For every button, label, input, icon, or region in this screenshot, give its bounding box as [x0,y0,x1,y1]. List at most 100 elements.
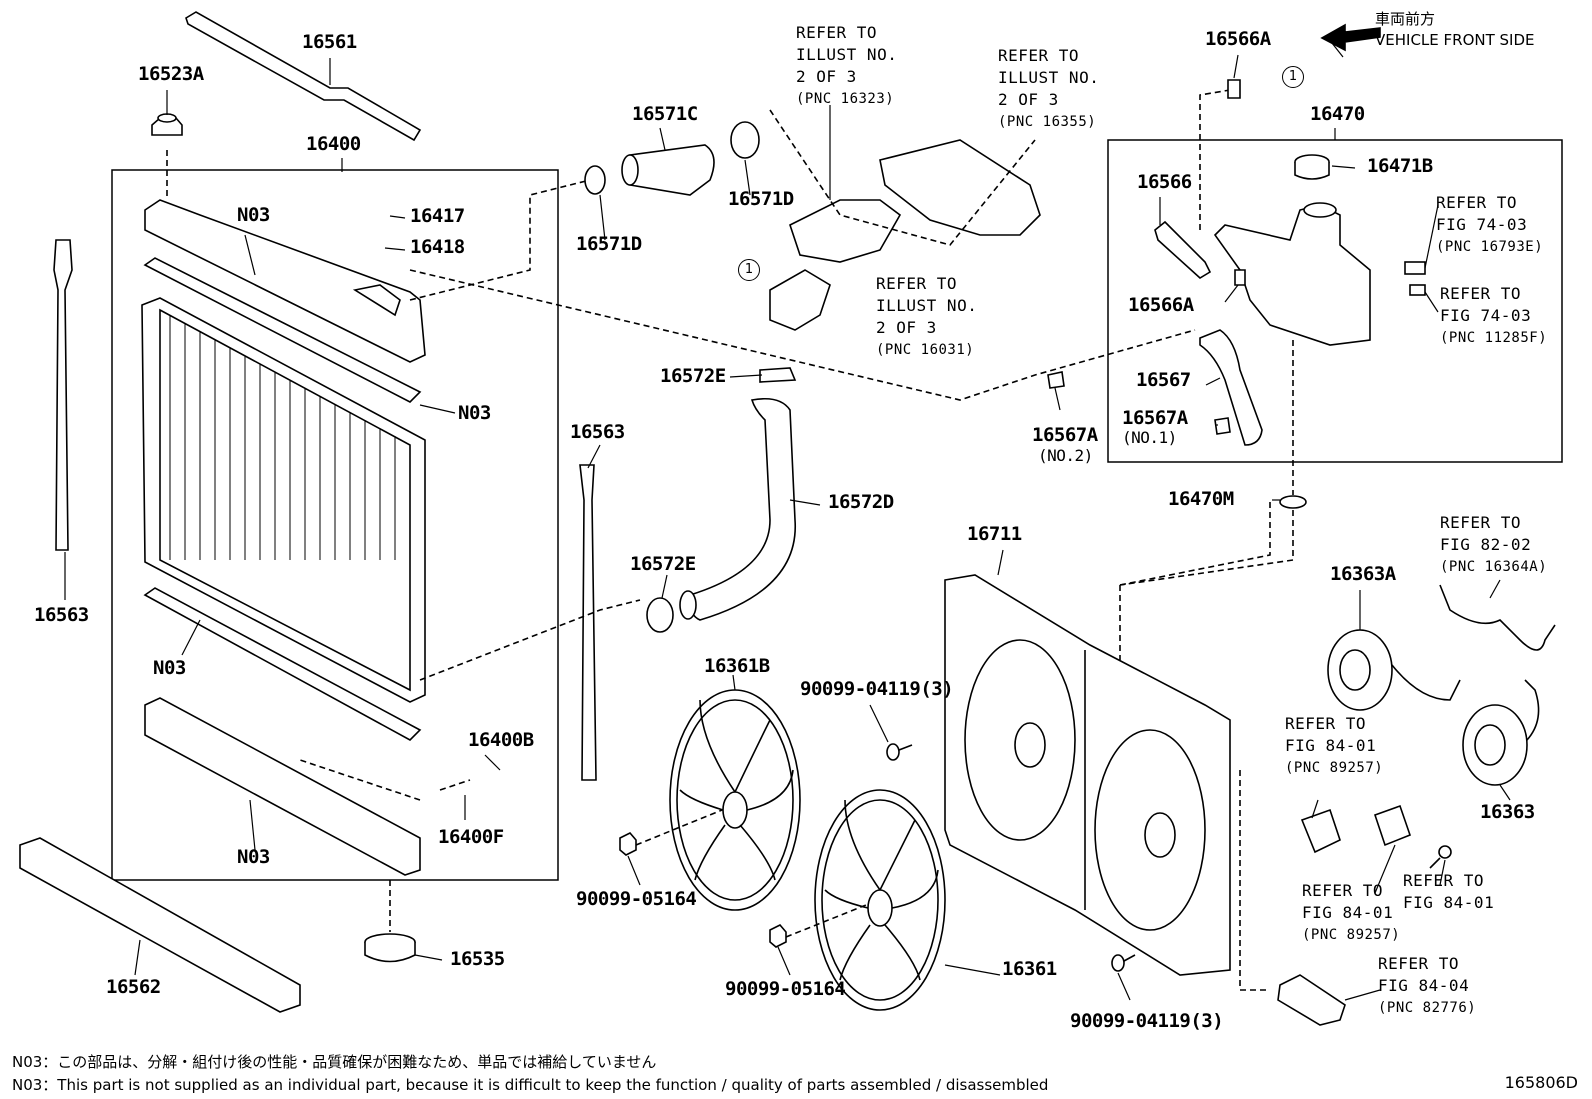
label-16571C[interactable]: 16571C [632,103,698,125]
label-16535[interactable]: 16535 [450,948,505,970]
ref-pnc: (PNC 16355) [998,114,1097,130]
label-16561[interactable]: 16561 [302,31,357,53]
label-16571D-b[interactable]: 16571D [728,188,794,210]
fan-16361B [669,689,801,911]
ref-line: FIG 84-01 [1403,893,1495,912]
clamp-16566A-top [1227,79,1241,99]
seal-16563-left [53,239,73,551]
thermostat-housing [789,199,902,263]
label-16566A-top[interactable]: 16566A [1205,28,1271,50]
thermostat-cover [769,269,831,331]
label-n03-lower-tank[interactable]: N03 [237,846,270,868]
ref-pnc-11285F[interactable]: REFER TO FIG 74-03 (PNC 11285F) [1440,283,1547,349]
label-n03-upper-tank[interactable]: N03 [237,204,270,226]
motor-16363A [1327,629,1461,711]
cap-16471B [1294,154,1330,180]
circle-ref-symbol-top: 1 [1282,66,1304,88]
label-16572E-b[interactable]: 16572E [630,553,696,575]
ref-line: FIG 82-02 [1440,535,1532,554]
front-indicator-jp: 車両前方 [1375,10,1436,28]
label-16566[interactable]: 16566 [1137,171,1192,193]
label-16363A[interactable]: 16363A [1330,563,1396,585]
label-16711[interactable]: 16711 [967,523,1022,545]
ref-line: ILLUST NO. [998,68,1100,87]
ref-line: FIG 84-01 [1285,736,1377,755]
label-n03-gasket-lower[interactable]: N03 [153,657,186,679]
ref-line: FIG 74-03 [1440,306,1532,325]
label-16470[interactable]: 16470 [1310,103,1365,125]
ref-fig-84-01[interactable]: REFER TO FIG 84-01 [1403,870,1494,914]
label-16567A-no1[interactable]: 16567A [1122,407,1188,429]
label-16566A-mid[interactable]: 16566A [1128,294,1194,316]
water-outlet [879,139,1041,236]
label-16563-left[interactable]: 16563 [34,604,89,626]
clip-11285F [1409,284,1426,296]
clamp-16571D-b [730,121,760,159]
ref-pnc: (PNC 89257) [1302,927,1401,943]
ref-pnc: (PNC 89257) [1285,760,1384,776]
ref-line: REFER TO [1440,513,1522,532]
label-16400[interactable]: 16400 [306,133,361,155]
radiator-core [141,297,426,703]
hose-16572D [679,397,796,621]
bolt-connector [1429,845,1452,869]
footnote-jp: N03：この部品は、分解・組付け後の性能・品質確保が困難なため、単品では補給して… [12,1053,657,1071]
clip-16793E [1404,261,1426,275]
label-16471B[interactable]: 16471B [1367,155,1433,177]
nut-90099-05164-b [769,924,787,948]
label-16361B[interactable]: 16361B [704,655,770,677]
nut-90099-05164-a [619,832,637,856]
label-16572D[interactable]: 16572D [828,491,894,513]
label-16563-mid[interactable]: 16563 [570,421,625,443]
upper-tank [144,199,426,363]
ref-pnc-16793E[interactable]: REFER TO FIG 74-03 (PNC 16793E) [1436,192,1543,258]
ref-pnc-16355[interactable]: REFER TO ILLUST NO. 2 OF 3 (PNC 16355) [998,45,1099,133]
ref-pnc-16364A[interactable]: REFER TO FIG 82-02 (PNC 16364A) [1440,512,1547,578]
footnote-en: N03：This part is not supplied as an indi… [12,1076,1049,1094]
connector-a [1300,808,1341,854]
ref-pnc-16323[interactable]: REFER TO ILLUST NO. 2 OF 3 (PNC 16323) [796,22,897,110]
label-16523A[interactable]: 16523A [138,63,204,85]
clamp-16571D-a [584,165,606,195]
ref-pnc-89257-b[interactable]: REFER TO FIG 84-01 (PNC 89257) [1302,880,1400,946]
label-16567[interactable]: 16567 [1136,369,1191,391]
clamp-16567A-no1 [1214,417,1231,435]
front-arrow [1320,23,1381,52]
label-90099-04119-b[interactable]: 90099-04119(3) [1070,1010,1224,1032]
label-16363[interactable]: 16363 [1480,801,1535,823]
radiator-group-box [111,169,559,881]
grommet-82776 [1277,974,1346,1026]
label-16562[interactable]: 16562 [106,976,161,998]
label-16417[interactable]: 16417 [410,205,465,227]
ref-pnc: (PNC 82776) [1378,1000,1477,1016]
label-16400B[interactable]: 16400B [468,729,534,751]
cushion-16535 [364,933,416,963]
fan-16361 [814,789,946,1011]
label-90099-05164-b[interactable]: 90099-05164 [725,978,846,1000]
clamp-16572E-b [646,597,674,633]
label-16470M[interactable]: 16470M [1168,488,1234,510]
label-n03-gasket-upper[interactable]: N03 [458,402,491,424]
ref-line: REFER TO [1285,714,1367,733]
hose-16571C [621,144,715,196]
ref-line: 2 OF 3 [796,67,857,86]
ref-line: REFER TO [1378,954,1460,973]
ref-line: FIG 84-04 [1378,976,1470,995]
ref-line: REFER TO [876,274,958,293]
ref-pnc: (PNC 16793E) [1436,239,1544,255]
label-90099-04119-a[interactable]: 90099-04119(3) [800,678,954,700]
ref-pnc-82776[interactable]: REFER TO FIG 84-04 (PNC 82776) [1378,953,1476,1019]
ref-line: REFER TO [998,46,1080,65]
label-16567A-no2[interactable]: 16567A [1032,424,1098,446]
ref-pnc-89257-a[interactable]: REFER TO FIG 84-01 (PNC 89257) [1285,713,1383,779]
label-90099-05164-a[interactable]: 90099-05164 [576,888,697,910]
clamp-16567A-no2 [1047,371,1065,389]
ref-line: REFER TO [1436,193,1518,212]
label-16361[interactable]: 16361 [1002,958,1057,980]
seal-16563-mid [579,464,597,781]
label-16400F[interactable]: 16400F [438,826,504,848]
label-16572E-a[interactable]: 16572E [660,365,726,387]
label-16418[interactable]: 16418 [410,236,465,258]
ref-pnc-16031[interactable]: REFER TO ILLUST NO. 2 OF 3 (PNC 16031) [876,273,977,361]
label-16571D-a[interactable]: 16571D [576,233,642,255]
